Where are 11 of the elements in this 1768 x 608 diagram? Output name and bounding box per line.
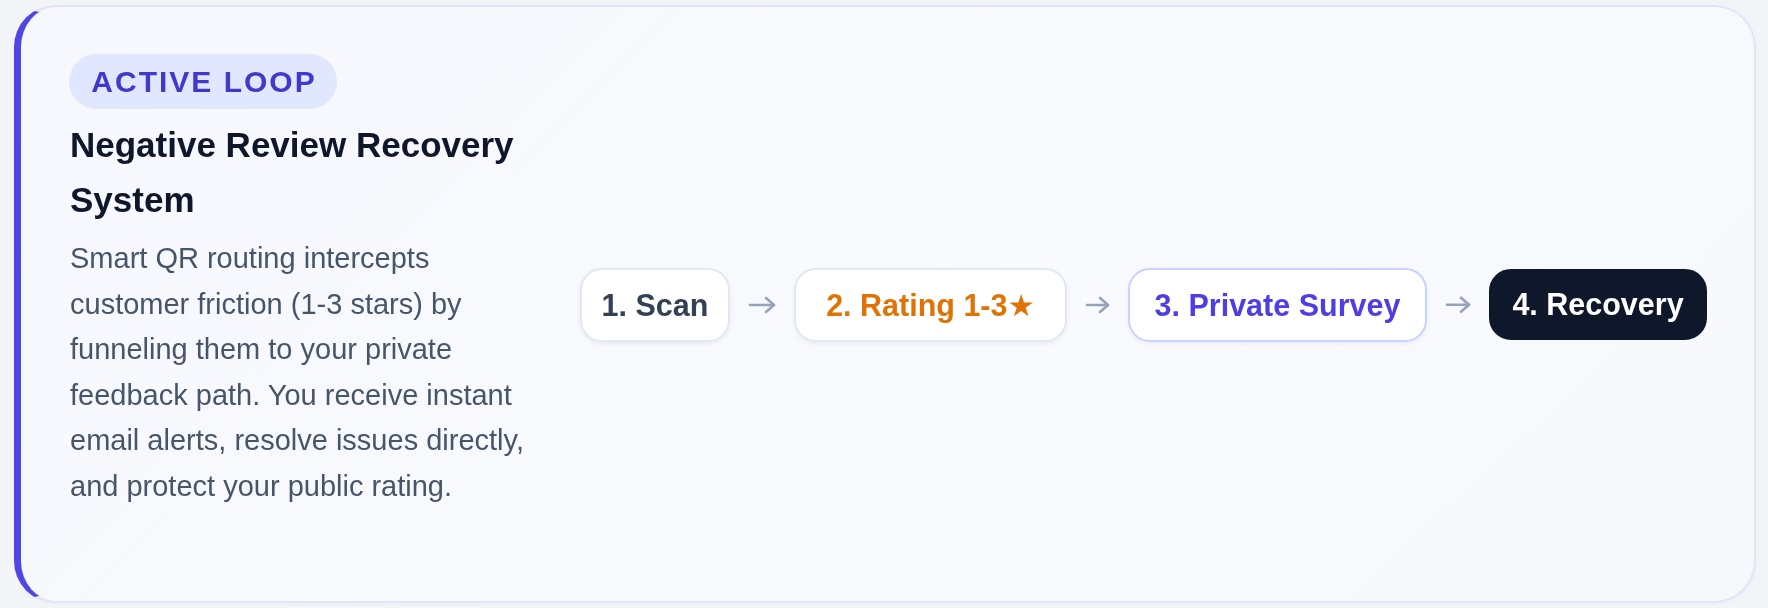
arrow [1445,296,1471,314]
card-title: Negative Review Recovery System [70,124,515,221]
card-panel [14,5,1756,603]
card-description: Smart QR routing intercepts customer friction (1-3 stars) by funneling them to your private feedback path. You receive instant email alerts, resolve issues directly, and protect your public rating. [70,241,525,504]
arrow [748,296,776,314]
step-box: 1. Scan [580,268,730,342]
step-box: 4. Recovery [1489,269,1707,340]
step-box: 2. Rating 1-3★ [794,268,1067,342]
status-badge: ACTIVE LOOP [69,54,337,109]
arrow [1085,296,1110,314]
step-box: 3. Private Survey [1128,268,1427,342]
